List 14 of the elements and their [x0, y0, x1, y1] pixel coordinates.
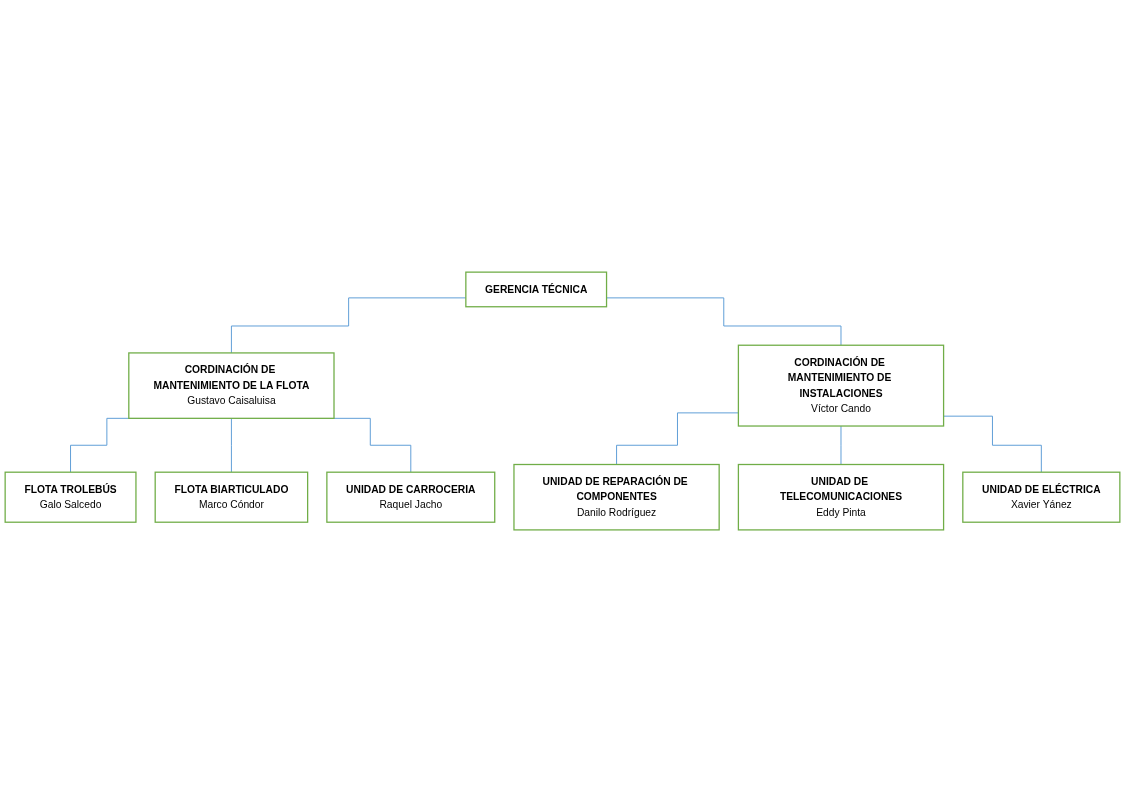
- connector: [230, 418, 232, 474]
- node-box: CORDINACIÓN DE MANTENIMIENTO DE LA FLOTA Gustavo Caisaluisa: [128, 352, 335, 420]
- connector: [943, 416, 1042, 474]
- node-box: UNIDAD DE TELECOMUNICACIONES Eddy Pinta: [737, 464, 945, 532]
- node-box: UNIDAD DE ELÉCTRICA Xavier Yánez: [962, 472, 1121, 524]
- node-box: GERENCIA TÉCNICA: [465, 271, 608, 308]
- node-box: CORDINACIÓN DE MANTENIMIENTO DE INSTALACIONES Víctor Cando: [737, 345, 945, 428]
- node-box: UNIDAD DE CARROCERIA Raquel Jacho: [326, 472, 496, 524]
- connector: [606, 297, 842, 347]
- node-box: UNIDAD DE REPARACIÓN DE COMPONENTES Danilo Rodríguez: [513, 464, 720, 532]
- node-box: FLOTA BIARTICULADO Marco Cóndor: [154, 472, 309, 524]
- connector: [840, 426, 842, 466]
- node-box: FLOTA TROLEBÚS Galo Salcedo: [4, 472, 137, 524]
- connector: [616, 412, 739, 466]
